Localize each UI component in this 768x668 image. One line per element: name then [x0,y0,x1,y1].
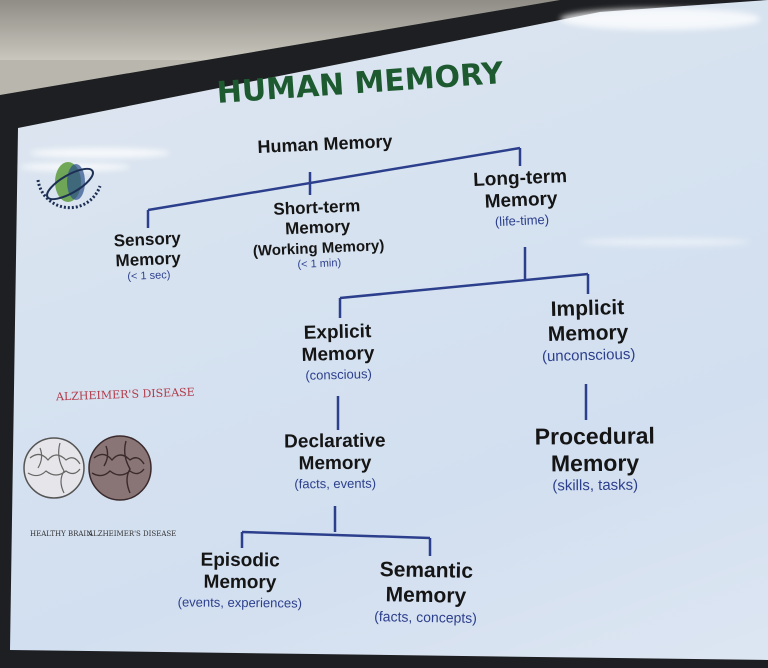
node-label: Memory [284,216,351,239]
node-label: Memory [385,583,467,608]
node-label: Memory [484,188,558,213]
node-label: Memory [550,449,640,477]
node-declarative-memory: Declarative Memory (facts, events) [284,431,386,492]
node-subtext: (skills, tasks) [552,476,639,495]
healthy-brain-caption: HEALTHY BRAIN [30,530,93,538]
node-label: Sensory [113,228,182,251]
node-label: Declarative [284,430,386,453]
node-label: Procedural [534,422,655,450]
node-episodic-memory: Episodic Memory (events, experiences) [177,549,303,611]
node-sensory-memory: Sensory Memory (< 1 sec) [113,229,182,285]
connector [241,530,431,540]
node-short-term-memory: Short-term Memory (Working Memory) (< 1 … [251,195,385,274]
node-subtext: (events, experiences) [177,594,303,611]
connector [147,146,521,212]
node-label: Explicit [303,321,372,344]
node-label: Memory [298,453,372,475]
node-subtext: (facts, events) [294,475,377,492]
node-subtext: (facts, concepts) [374,607,478,626]
node-long-term-memory: Long-term Memory (life-time) [473,166,569,230]
node-implicit-memory: Implicit Memory (unconscious) [540,296,636,366]
node-procedural-memory: Procedural Memory (skills, tasks) [535,422,656,495]
node-label: Episodic [200,549,280,572]
node-subtext: (unconscious) [541,345,636,365]
node-label: Implicit [550,296,625,321]
node-label: Memory [115,248,182,271]
node-explicit-memory: Explicit Memory (conscious) [301,321,375,383]
alzheimers-brain-caption: ALZHEIMER'S DISEASE [88,530,177,538]
node-label: Long-term [472,165,568,192]
node-label: Memory [301,343,375,367]
node-label: Short-term [272,196,361,219]
healthy-brain-icon [23,437,85,499]
alzheimers-brain-icon [88,435,152,501]
society-logo [30,150,110,230]
light-glare [580,238,750,246]
node-semantic-memory: Semantic Memory (facts, concepts) [374,558,478,626]
brain-illustrations [23,435,152,501]
light-glare [560,8,760,30]
connector [339,272,589,300]
light-glare [30,148,170,158]
node-label: Memory [547,320,629,346]
node-subtext: (conscious) [305,365,372,383]
node-label: Semantic [379,558,474,583]
node-label: Memory [203,572,277,594]
